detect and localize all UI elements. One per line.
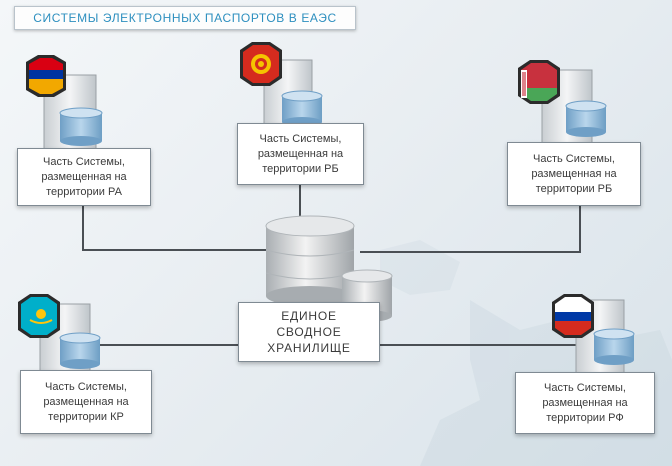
node-label-line: размещенная на [41, 170, 127, 183]
node-label-line: Часть Системы, [259, 132, 342, 145]
node-label-line: территории РА [46, 185, 122, 198]
connector-am [82, 204, 268, 251]
node-label-by: Часть Системы, размещенная на территории… [507, 142, 641, 206]
node-label-line: территории РБ [535, 182, 613, 195]
database-icon [565, 100, 607, 137]
node-label-line: размещенная на [542, 396, 628, 409]
node-label-ru: Часть Системы, размещенная на территории… [515, 372, 655, 434]
node-label-line: территории РБ [262, 162, 339, 175]
belarus-flag-icon [518, 60, 560, 104]
database-icon [593, 328, 635, 365]
connector-kz [82, 344, 238, 372]
central-label-line: СВОДНОЕ [276, 325, 342, 339]
connector-by [360, 206, 581, 253]
node-label-am: Часть Системы, размещенная на территории… [17, 148, 151, 206]
kazakhstan-flag-icon [18, 294, 60, 338]
node-label-line: территории КР [48, 410, 124, 423]
node-armenia [26, 55, 103, 161]
central-label-line: ЕДИНОЕ [281, 309, 337, 323]
central-label-line: ХРАНИЛИЩЕ [267, 341, 351, 355]
node-label-line: размещенная на [531, 167, 617, 180]
central-storage-label: ЕДИНОЕ СВОДНОЕ ХРАНИЛИЩЕ [238, 302, 380, 362]
node-belarus [518, 60, 607, 155]
armenia-flag-icon [26, 55, 66, 97]
database-icon [59, 107, 103, 146]
node-russia [552, 294, 635, 377]
node-kazakhstan [18, 294, 101, 381]
node-label-line: Часть Системы, [45, 380, 127, 393]
russia-flag-icon [552, 294, 594, 338]
database-icon [59, 332, 101, 369]
page-title: СИСТЕМЫ ЭЛЕКТРОННЫХ ПАСПОРТОВ В ЕАЭС [14, 6, 356, 30]
node-label-kz: Часть Системы, размещенная на территории… [20, 370, 152, 434]
database-icon [281, 90, 323, 127]
node-label-line: территории РФ [546, 411, 624, 424]
kyrgyzstan-flag-icon [240, 42, 282, 86]
node-label-line: Часть Системы, [533, 152, 615, 165]
node-label-line: размещенная на [257, 147, 344, 160]
node-label-line: размещенная на [43, 395, 129, 408]
node-label-line: Часть Системы, [43, 155, 125, 168]
node-label-line: Часть Системы, [544, 381, 626, 394]
node-label-kg: Часть Системы, размещенная на территории… [237, 123, 364, 185]
